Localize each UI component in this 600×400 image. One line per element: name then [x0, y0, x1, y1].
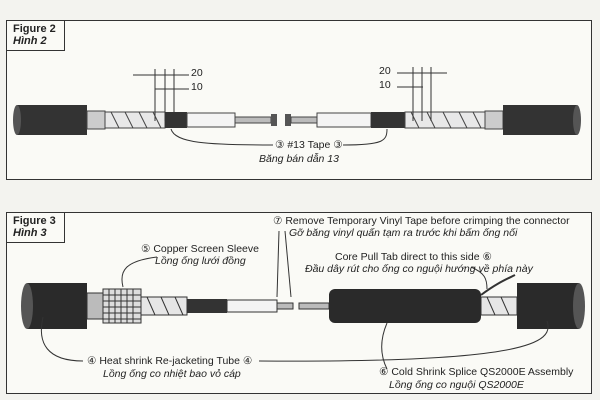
right-dim-20-label: 20	[379, 65, 391, 77]
right-conductor	[290, 116, 318, 124]
remove-tape-label-vi: Gỡ băng vinyl quấn tạm ra trước khi bấm …	[289, 227, 518, 239]
right-outer-jacket	[503, 105, 577, 135]
figure-2-panel: Figure 2 Hình 2 20 10 20 10 ③ #13 Tape ③…	[6, 20, 592, 180]
left-conductor-tip	[271, 114, 277, 126]
left-screen-wraps	[146, 296, 184, 316]
left-insulation	[186, 112, 236, 128]
tape-label-vi: Băng bán dẫn 13	[259, 153, 339, 165]
core-pull-tab	[480, 274, 516, 296]
right-insulation	[316, 112, 372, 128]
left-insulation	[226, 299, 278, 313]
copper-sleeve-label: ⑤ Copper Screen Sleeve	[141, 243, 259, 255]
heat-shrink-leader-right	[258, 320, 549, 362]
left-outer-jacket	[17, 105, 87, 135]
figure-2-cable-drawing	[13, 67, 581, 146]
figure-3-cable-drawing	[21, 230, 585, 370]
figure-2-label: Figure 2 Hình 2	[7, 21, 65, 51]
copper-sleeve-label-vi: Lồng ống lưới đồng	[155, 255, 246, 267]
right-conductor-tip	[285, 114, 291, 126]
right-conductor	[298, 302, 330, 310]
left-dim-10-label: 10	[191, 81, 203, 93]
right-screen-wraps	[486, 296, 510, 316]
right-jacket-end	[573, 105, 581, 135]
right-copper-screen	[404, 111, 486, 129]
right-jacket-end	[573, 283, 585, 329]
copper-sleeve-leader	[121, 256, 158, 288]
core-pull-leader	[470, 266, 488, 290]
left-jacket-end	[13, 105, 21, 135]
figure-3-title-vi: Hình 3	[13, 227, 47, 239]
copper-mesh-pattern	[103, 289, 141, 323]
cold-shrink-splice	[329, 289, 481, 323]
remove-tape-leader-a	[276, 230, 280, 298]
right-tape-13	[371, 112, 405, 128]
remove-tape-leader-b	[284, 230, 292, 298]
heat-shrink-leader-left	[40, 316, 84, 362]
figure-2-title-vi: Hình 2	[13, 35, 47, 47]
left-copper-screen	[104, 111, 166, 129]
figure-2-title: Figure 2	[13, 23, 56, 35]
right-dim-10-label: 10	[379, 79, 391, 91]
right-jacket-step	[484, 110, 504, 130]
left-semicon-tape	[187, 299, 227, 313]
tape-marker-right: ③	[333, 139, 343, 151]
figure-3-title: Figure 3	[13, 215, 56, 227]
left-tube-end	[21, 283, 33, 329]
cold-shrink-leader	[381, 322, 388, 370]
left-screen-wraps	[110, 111, 162, 129]
left-conductor	[276, 302, 294, 310]
tape-marker-left: ③	[275, 139, 285, 151]
right-outer-jacket	[517, 283, 579, 329]
tape-label: ③ #13 Tape ③	[275, 139, 343, 151]
left-dim-20-label: 20	[191, 67, 203, 79]
remove-tape-label: ⑦ Remove Temporary Vinyl Tape before cri…	[273, 215, 570, 227]
left-heat-shrink-tube	[27, 283, 87, 329]
heat-shrink-label: ④ Heat shrink Re-jacketing Tube ④	[87, 355, 253, 367]
left-jacket-step	[86, 110, 106, 130]
left-tape-leader	[170, 128, 274, 146]
right-screen-section	[480, 296, 518, 316]
core-pull-label: Core Pull Tab direct to this side ⑥	[335, 251, 492, 263]
tape-label-en: #13 Tape	[287, 139, 331, 151]
left-conductor	[234, 116, 272, 124]
cold-shrink-label-vi: Lồng ống co nguội QS2000E	[389, 379, 524, 391]
left-tape-13	[165, 112, 187, 128]
cold-shrink-label: ⑥ Cold Shrink Splice QS2000E Assembly	[379, 366, 574, 378]
figure-3-label: Figure 3 Hình 3	[7, 213, 65, 243]
right-tape-leader	[342, 128, 388, 146]
core-pull-label-vi: Đầu dây rút cho ống co nguội hướng về ph…	[305, 263, 533, 275]
figure-3-panel: Figure 3 Hình 3 ⑦ Remove Temporary Vinyl…	[6, 212, 592, 394]
heat-shrink-label-vi: Lồng ống co nhiệt bao vỏ cáp	[103, 368, 241, 380]
left-jacket-step	[86, 292, 104, 320]
